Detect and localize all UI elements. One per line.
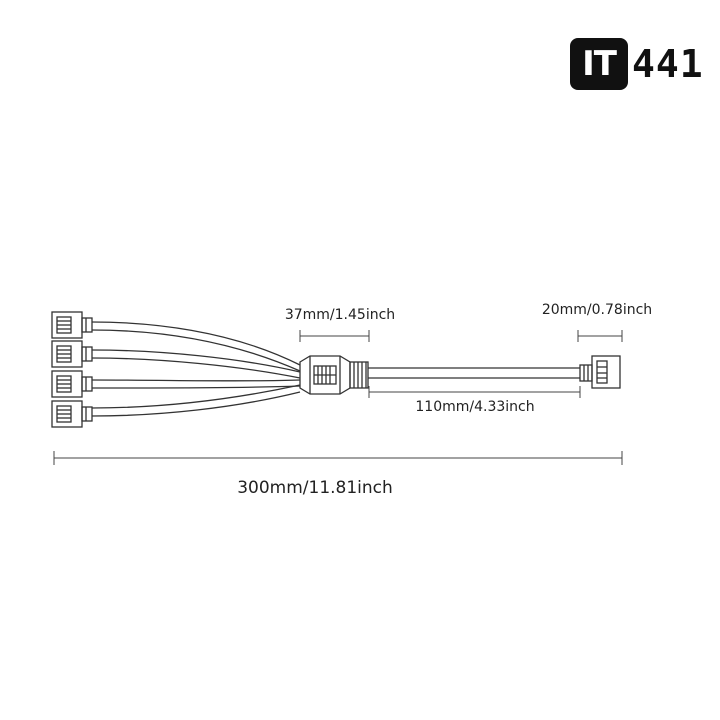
main-cable (368, 367, 580, 379)
branch-connector-1 (51, 311, 93, 339)
branch-connector-2 (51, 340, 93, 368)
cable-dimension-label: 110mm/4.33inch (415, 399, 534, 415)
logo-number: 441 (632, 42, 704, 86)
dimension-line-housing (299, 330, 370, 342)
end-connector-dimension-label: 20mm/0.78inch (542, 302, 652, 318)
dimension-line-end-connector (577, 330, 623, 342)
total-length-label: 300mm/11.81inch (237, 478, 393, 498)
brand-logo: IT 441 (570, 38, 704, 90)
dimension-line-total (53, 451, 623, 465)
branch-cables (91, 321, 301, 417)
branch-connector-4 (51, 400, 93, 428)
end-connector (579, 355, 621, 389)
splitter-housing (299, 355, 369, 395)
dimension-line-cable (368, 386, 581, 398)
logo-mark: IT (570, 38, 628, 90)
branch-connector-3 (51, 370, 93, 398)
housing-dimension-label: 37mm/1.45inch (285, 307, 395, 323)
